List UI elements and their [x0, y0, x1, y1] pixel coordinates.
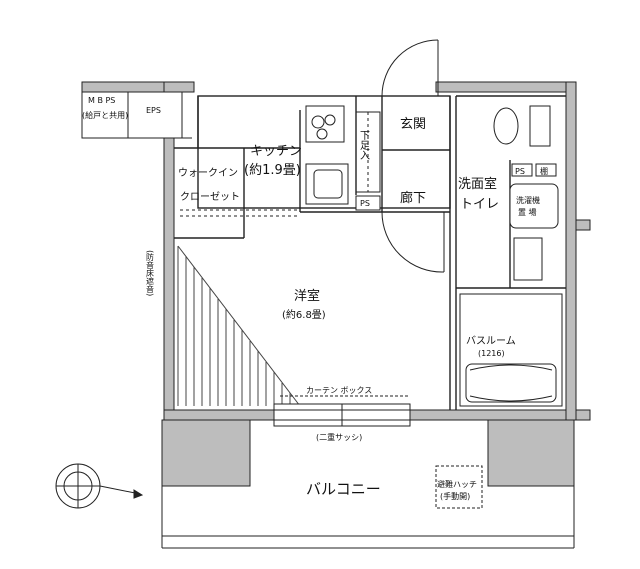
hatch-label-2: (手動開)	[440, 491, 470, 501]
window-sash	[273, 395, 411, 427]
bathroom-size: (1216)	[478, 349, 505, 358]
kitchen-fixtures	[305, 105, 381, 211]
ps-kitchen-label: PS	[360, 199, 370, 208]
entrance-door	[381, 39, 445, 273]
western-room-area: (約6.8畳)	[282, 308, 326, 321]
eps-label: EPS	[146, 106, 161, 115]
kitchen-area: (約1.9畳)	[244, 163, 301, 178]
washroom-label-2: トイレ	[460, 197, 499, 212]
exterior-walls	[81, 81, 591, 487]
labels: M B PS (給戸と共用) EPS キッチン (約1.9畳) ウォークイン ク…	[82, 96, 548, 501]
shoe-box	[355, 111, 381, 193]
closet-label-1: ウォークイン	[178, 167, 238, 179]
closet-rod	[180, 209, 298, 217]
mbps-label: M B PS	[88, 96, 115, 105]
washer-label-1: 洗濯機	[516, 195, 540, 205]
compass-icon	[55, 463, 144, 509]
closet-hatching	[177, 245, 301, 407]
hallway-label: 廊下	[400, 190, 426, 206]
washroom-fixtures	[493, 105, 559, 281]
entrance-label: 玄関	[400, 117, 426, 132]
mbps-eps-block	[81, 91, 192, 139]
closet-label-2: クローゼット	[180, 191, 240, 203]
double-sash-label: (二重サッシ)	[316, 432, 362, 442]
washroom-label-1: 洗面室	[458, 176, 497, 192]
shoe-box-label: 下足入	[358, 130, 370, 160]
curtain-box-label: カーテン ボックス	[306, 386, 372, 395]
balcony-label: バルコニー	[306, 480, 381, 498]
hatch-label-1: 避難ハッチ	[437, 479, 477, 489]
bathroom-label: バスルーム	[466, 335, 516, 347]
shelf-label: 棚	[540, 166, 548, 176]
western-room-name: 洋室	[294, 288, 320, 304]
ps-washroom-label: PS	[515, 167, 525, 176]
mbps-sub-label: (給戸と共用)	[82, 110, 128, 120]
balcony	[161, 465, 575, 549]
bathroom-fixtures	[459, 293, 563, 407]
soundproof-note: (防音床遮音)	[146, 250, 155, 296]
kitchen-name: キッチン	[250, 144, 302, 159]
washer-label-2: 置 場	[518, 207, 537, 217]
